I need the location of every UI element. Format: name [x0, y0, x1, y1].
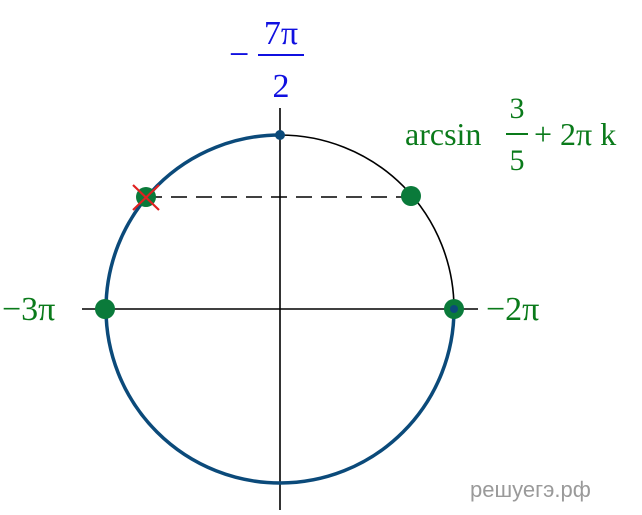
top-point — [275, 130, 285, 140]
top-label-denominator: 2 — [273, 68, 290, 105]
arcsin-point — [401, 186, 421, 206]
arcsin-label-func: arcsin — [405, 116, 481, 152]
highlighted-arc — [104, 133, 456, 485]
minus-2pi-label: −2π — [486, 291, 539, 328]
arcsin-label: arcsin 3 5 + 2π k — [405, 92, 616, 177]
top-label: − 7π 2 — [229, 15, 304, 105]
thin-arc — [279, 134, 455, 310]
arcsin-label-numerator: 3 — [510, 92, 525, 125]
cross-icon — [132, 184, 160, 211]
top-label-sign: − — [229, 34, 249, 74]
arcsin-label-suffix: + 2π k — [534, 116, 616, 152]
minus-3pi-point — [95, 299, 115, 319]
minus-2pi-inner-dot — [450, 305, 458, 313]
top-label-numerator: 7π — [264, 15, 298, 52]
arcsin-label-denominator: 5 — [510, 144, 525, 177]
watermark: решуегэ.рф — [470, 477, 591, 502]
minus-3pi-label: −3π — [2, 291, 55, 328]
